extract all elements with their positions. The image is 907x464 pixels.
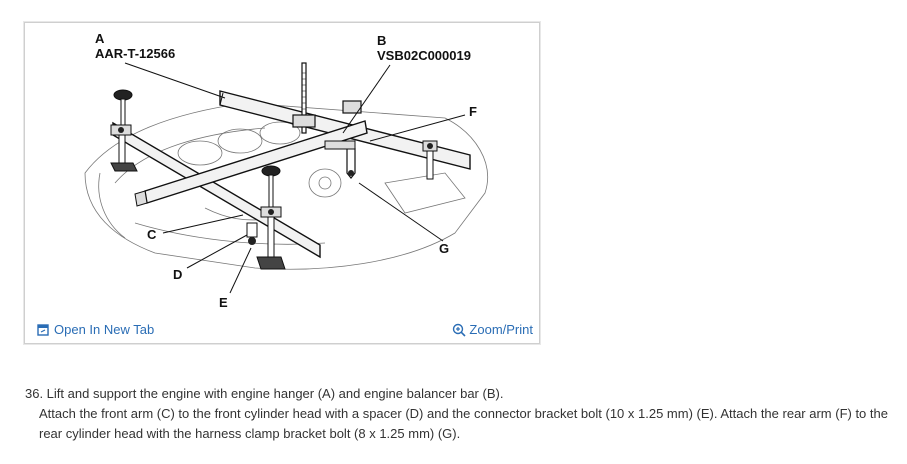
open-in-new-tab-label: Open In New Tab [54, 322, 155, 337]
label-d: D [173, 267, 182, 282]
zoom-print-link[interactable]: Zoom/Print [452, 322, 533, 337]
label-f: F [469, 104, 477, 119]
leader-lines [124, 62, 466, 294]
balancer-bar [134, 120, 368, 207]
instruction-step-line: 36. Lift and support the engine with eng… [25, 386, 504, 401]
label-a-part-number: AAR-T-12566 [95, 46, 175, 61]
hanger-rod [292, 62, 362, 134]
label-a: A [95, 31, 105, 46]
front-support-knob [256, 165, 286, 270]
harness-clamp-bracket [324, 140, 356, 179]
spacer-bolt [246, 222, 258, 245]
zoom-in-icon [453, 323, 466, 337]
instruction-detail: Attach the front arm (C) to the front cy… [39, 406, 888, 441]
label-b: B [377, 33, 386, 48]
instruction-text: 36. Lift and support the engine with eng… [25, 384, 895, 444]
left-support-knob [110, 89, 138, 172]
new-tab-icon [37, 323, 49, 336]
label-c: C [147, 227, 157, 242]
label-b-part-number: VSB02C000019 [377, 48, 471, 63]
label-e: E [219, 295, 228, 310]
engine-outline [84, 102, 488, 270]
label-g: G [439, 241, 449, 256]
rear-arm-bracket [422, 140, 438, 180]
engine-hanger-diagram: A AAR-T-12566 B VSB02C000019 F C G D E [84, 31, 488, 310]
zoom-print-label: Zoom/Print [469, 322, 533, 337]
open-in-new-tab-link[interactable]: Open In New Tab [37, 322, 154, 337]
figure-container: A AAR-T-12566 B VSB02C000019 F C G D E O… [24, 22, 540, 344]
